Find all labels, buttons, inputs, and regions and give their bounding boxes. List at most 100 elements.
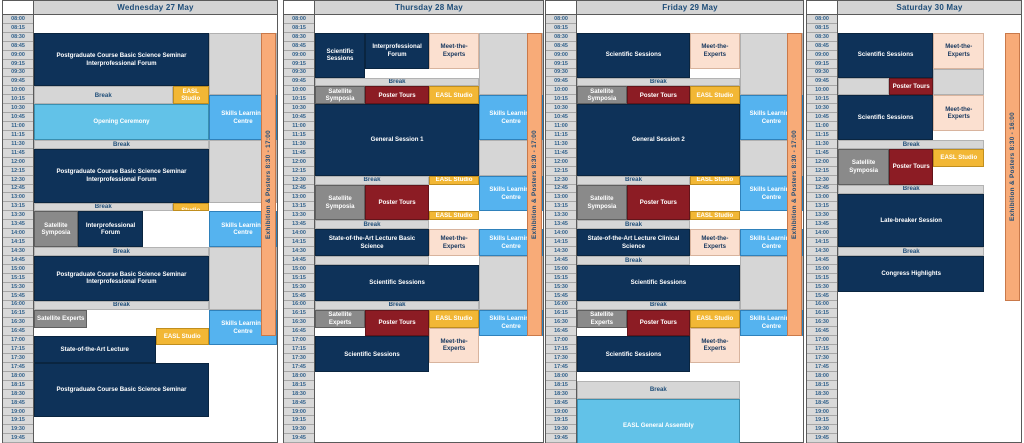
schedule-event[interactable]: Postgraduate Course Basic Science Semina… — [34, 32, 209, 87]
schedule-event[interactable]: Postgraduate Course Basic Science Semina… — [34, 363, 209, 417]
schedule-event[interactable]: Poster Tours — [365, 309, 429, 337]
schedule-event[interactable]: Break — [34, 86, 173, 105]
exhibition-posters-bar[interactable]: Exhibition & Posters 8:30 - 16:00 — [1005, 32, 1020, 301]
schedule-event[interactable]: Break — [577, 256, 690, 266]
schedule-event[interactable]: EASL Studio — [690, 211, 740, 221]
schedule-event[interactable]: Satellite Experts — [34, 309, 88, 328]
schedule-event[interactable]: Break — [34, 300, 209, 310]
schedule-event[interactable]: EASL Studio — [429, 175, 480, 185]
schedule-event[interactable]: Scientific Sessions — [838, 95, 934, 140]
time-slot: 14:00 — [546, 229, 576, 239]
schedule-event[interactable]: Opening Ceremony — [34, 104, 209, 141]
schedule-event[interactable]: Scientific Sessions — [577, 336, 690, 373]
schedule-event[interactable]: Break — [838, 247, 985, 257]
schedule-event[interactable]: General Session 1 — [315, 104, 480, 176]
schedule-event[interactable]: Interprofessional Forum — [77, 211, 144, 248]
schedule-event[interactable]: Poster Tours — [626, 184, 690, 221]
schedule-event[interactable]: State-of-the-Art Lecture Clinical Scienc… — [577, 229, 690, 257]
schedule-event[interactable]: Scientific Sessions — [577, 32, 690, 78]
time-slot: 09:30 — [807, 68, 837, 78]
exhibition-posters-bar[interactable]: Exhibition & Posters 8:30 - 17:00 — [261, 32, 276, 337]
schedule-event[interactable]: Postgraduate Course Basic Science Semina… — [34, 148, 209, 203]
schedule-event[interactable]: Poster Tours — [365, 184, 429, 221]
schedule-event[interactable]: Break — [315, 220, 429, 230]
schedule-event[interactable]: Meet-the-Experts — [429, 229, 480, 257]
schedule-event[interactable]: Satellite Symposia — [577, 184, 627, 221]
schedule-event[interactable]: Congress Highlights — [838, 256, 985, 292]
schedule-event[interactable]: Break — [577, 77, 740, 87]
time-slot: 10:15 — [807, 95, 837, 105]
schedule-event[interactable]: General Session 2 — [577, 104, 740, 176]
schedule-event[interactable]: Poster Tours — [626, 309, 690, 337]
time-slot: 11:45 — [546, 148, 576, 158]
schedule-event[interactable]: Break — [838, 140, 985, 149]
schedule-event[interactable]: Break — [34, 202, 173, 212]
schedule-event[interactable]: Satellite Experts — [315, 309, 366, 328]
schedule-event[interactable]: Break — [577, 300, 740, 310]
schedule-event[interactable]: Satellite Experts — [577, 309, 627, 328]
time-slot: 13:00 — [807, 193, 837, 203]
schedule-event[interactable]: Meet-the-Experts — [690, 229, 740, 257]
schedule-event[interactable]: Satellite Symposia — [34, 211, 78, 248]
schedule-event[interactable]: Poster Tours — [889, 148, 934, 185]
schedule-event[interactable]: EASL Studio — [933, 148, 985, 167]
schedule-event[interactable]: EASL Studio — [429, 309, 480, 328]
schedule-event[interactable]: Scientific Sessions — [838, 32, 934, 78]
schedule-event[interactable]: Break — [315, 300, 480, 310]
schedule-event[interactable]: Break — [34, 247, 209, 257]
schedule-event[interactable]: State-of-the-Art Lecture — [34, 336, 156, 364]
time-slot: 18:45 — [546, 398, 576, 408]
schedule-event[interactable]: Break — [577, 220, 690, 230]
schedule-event[interactable]: State-of-the-Art Lecture Basic Science — [315, 229, 429, 257]
schedule-event[interactable]: Scientific Sessions — [315, 336, 429, 373]
schedule-event[interactable]: Scientific Sessions — [315, 265, 480, 301]
schedule-event[interactable]: Satellite Symposia — [315, 184, 366, 221]
schedule-event[interactable]: Meet-the-Experts — [933, 95, 985, 132]
schedule-event[interactable]: Break — [577, 175, 690, 185]
day-title: Saturday 30 May — [838, 1, 1021, 14]
time-slot: 09:45 — [546, 77, 576, 87]
time-slot: 13:15 — [807, 202, 837, 212]
exhibition-posters-bar[interactable]: Exhibition & Posters 8:30 - 17:00 — [787, 32, 802, 337]
schedule-event[interactable]: Poster Tours — [626, 86, 690, 105]
schedule-event[interactable]: Satellite Symposia — [315, 86, 366, 105]
schedule-event[interactable]: EASL Studio — [429, 211, 480, 221]
schedule-event[interactable]: Meet-the-Experts — [429, 32, 480, 69]
schedule-event[interactable]: Meet-the-Experts — [429, 327, 480, 364]
schedule-event[interactable]: EASL Studio — [429, 86, 480, 105]
schedule-event[interactable]: Late-breaker Session — [838, 193, 985, 248]
schedule-event[interactable]: Meet-the-Experts — [690, 327, 740, 364]
time-slot: 10:45 — [284, 113, 314, 123]
schedule-event[interactable]: EASL General Assembly — [577, 398, 740, 443]
exhibition-posters-bar[interactable]: Exhibition & Posters 8:30 - 17:00 — [527, 32, 542, 337]
day-friday-header: Friday 29 May — [546, 1, 803, 15]
schedule-event[interactable]: Meet-the-Experts — [933, 32, 985, 69]
schedule-event[interactable]: Scientific Sessions — [577, 265, 740, 301]
schedule-event[interactable]: EASL Studio — [172, 86, 209, 105]
schedule-event[interactable]: EASL Studio — [690, 86, 740, 105]
schedule-event[interactable]: Satellite Symposia — [577, 86, 627, 105]
schedule-event[interactable]: Interprofessional Forum — [365, 32, 429, 69]
time-slot: 13:00 — [3, 193, 33, 203]
schedule-event[interactable]: Scientific Sessions — [315, 32, 366, 78]
exhibition-posters-label: Exhibition & Posters 8:30 - 17:00 — [265, 130, 272, 240]
schedule-event[interactable]: Break — [838, 184, 985, 194]
schedule-event[interactable]: Poster Tours — [365, 86, 429, 105]
schedule-event[interactable]: Break — [315, 77, 480, 87]
schedule-event[interactable]: Break — [34, 140, 209, 149]
schedule-event[interactable]: Satellite Symposia — [838, 148, 890, 185]
schedule-event[interactable]: EASL Studio — [172, 202, 209, 212]
schedule-event[interactable]: Poster Tours — [889, 77, 934, 96]
schedule-event[interactable]: EASL Studio — [690, 309, 740, 328]
schedule-event[interactable]: EASL Studio — [155, 327, 209, 346]
exhibition-posters-label: Exhibition & Posters 8:30 - 17:00 — [791, 130, 798, 240]
time-slot: 11:00 — [3, 122, 33, 131]
schedule-event[interactable]: Meet-the-Experts — [690, 32, 740, 69]
schedule-filler — [315, 256, 429, 266]
schedule-event[interactable]: EASL Studio — [690, 175, 740, 185]
schedule-event[interactable]: Break — [577, 381, 740, 399]
time-slot: 08:45 — [546, 41, 576, 51]
schedule-event[interactable]: Break — [315, 175, 429, 185]
schedule-event[interactable]: Postgraduate Course Basic Science Semina… — [34, 256, 209, 301]
